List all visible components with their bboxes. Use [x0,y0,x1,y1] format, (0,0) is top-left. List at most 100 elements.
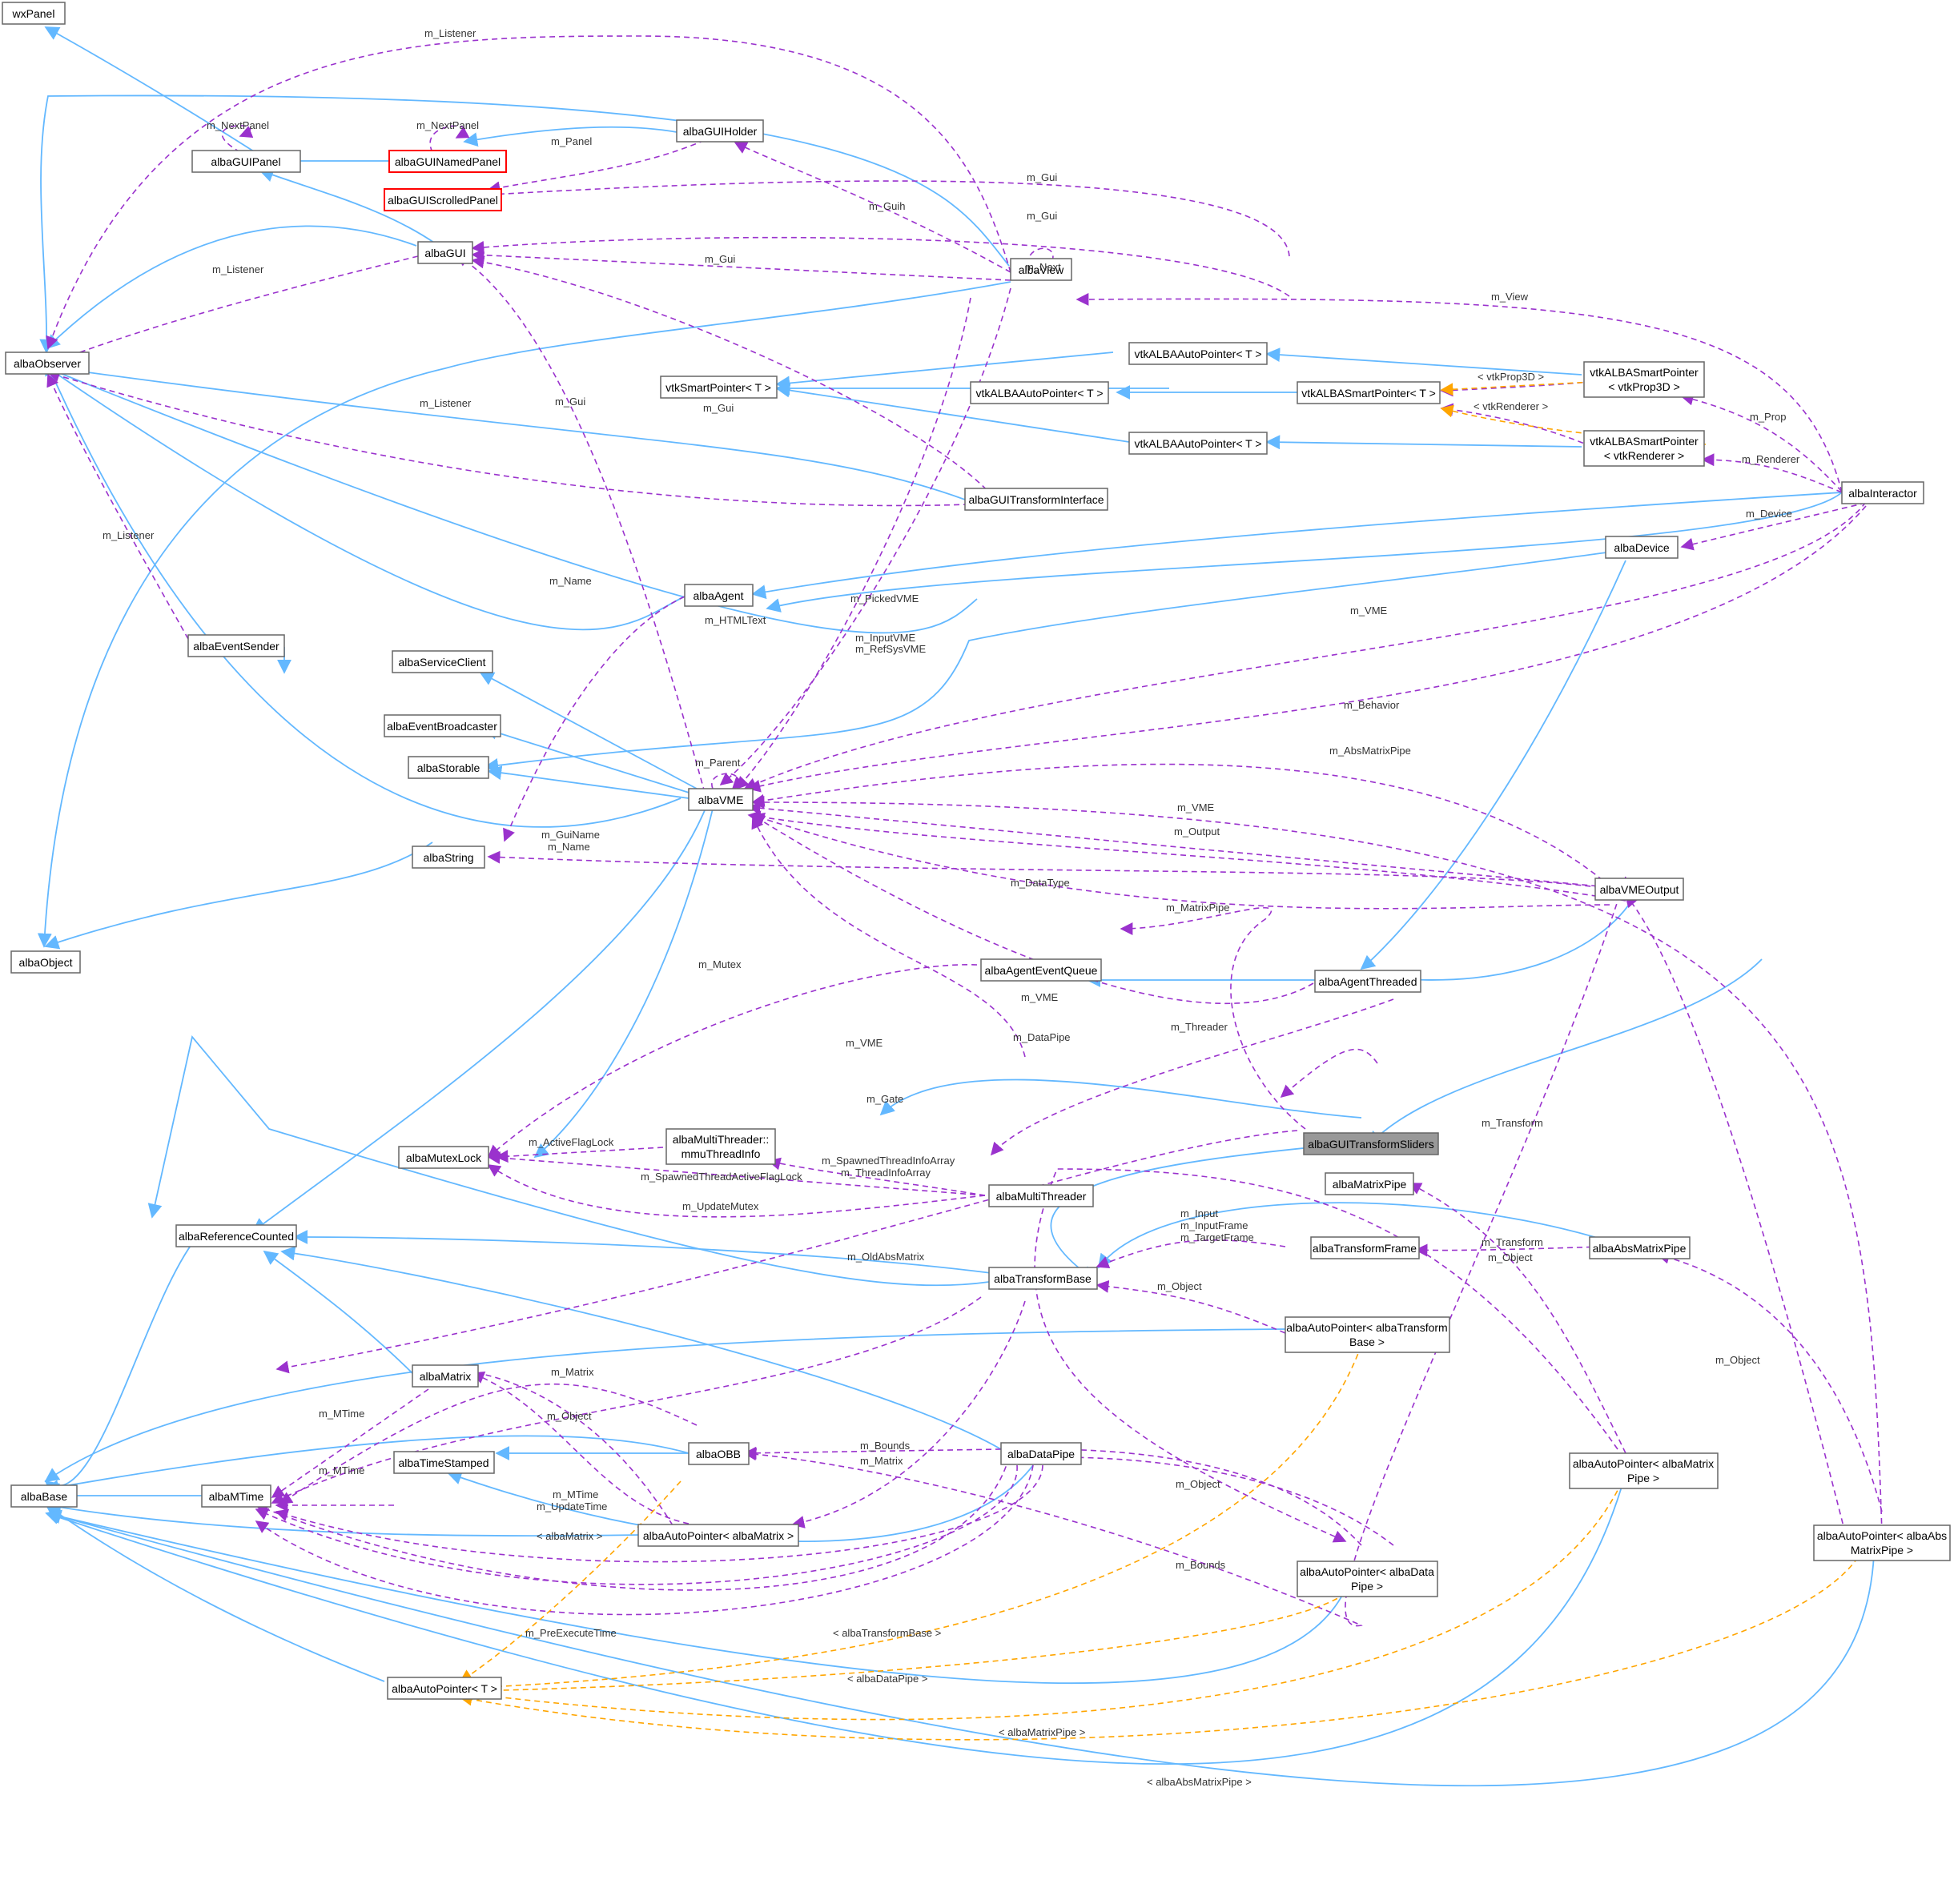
svg-text:albaAgent: albaAgent [693,589,743,602]
node-vtkALBAAutoPointer-1[interactable]: vtkALBAAutoPointer< T > [1128,342,1268,365]
edge-label: m_ThreadInfoArray [841,1167,931,1179]
svg-text:Pipe >: Pipe > [1627,1472,1659,1484]
svg-text:albaAutoPointer< albaAbs: albaAutoPointer< albaAbs [1817,1529,1947,1542]
edge-label: m_VME [1350,605,1388,617]
node-albaAutoPointer-albaMatrix[interactable]: albaAutoPointer< albaMatrix > [637,1524,799,1547]
node-albaGUINamedPanel[interactable]: albaGUINamedPanel [388,150,507,173]
edge-label: m_InputVME [855,632,915,644]
edge-label: m_Transform [1482,1236,1543,1248]
node-albaView[interactable]: albaView [1010,258,1072,281]
edge-label: m_Listener [420,397,472,409]
node-albaAutoPointer-albaTransformBase[interactable]: albaAutoPointer< albaTransform Base > [1285,1316,1450,1353]
node-albaAgent[interactable]: albaAgent [684,584,754,607]
node-albaBase[interactable]: albaBase [10,1484,78,1508]
svg-text:albaString: albaString [423,851,473,864]
node-vtkALBASmartPointer-vtkProp3D[interactable]: vtkALBASmartPointer < vtkProp3D > [1583,361,1705,398]
node-albaEventSender[interactable]: albaEventSender [187,634,285,657]
node-albaTimeStamped[interactable]: albaTimeStamped [393,1451,495,1474]
node-albaMTime[interactable]: albaMTime [201,1484,271,1508]
node-albaObject[interactable]: albaObject [10,950,81,974]
svg-text:< vtkRenderer >: < vtkRenderer > [1604,449,1684,462]
svg-text:albaVMEOutput: albaVMEOutput [1600,883,1679,896]
node-albaAutoPointer-albaMatrixPipe[interactable]: albaAutoPointer< albaMatrix Pipe > [1569,1452,1719,1489]
svg-text:albaMultiThreader::: albaMultiThreader:: [673,1133,770,1146]
node-albaMatrixPipe[interactable]: albaMatrixPipe [1325,1172,1414,1195]
svg-text:albaView: albaView [1019,263,1064,276]
node-albaServiceClient[interactable]: albaServiceClient [392,650,493,673]
edge-label: m_VME [1021,991,1059,1003]
svg-text:albaAutoPointer< T >: albaAutoPointer< T > [392,1682,497,1695]
svg-text:albaReferenceCounted: albaReferenceCounted [179,1230,294,1243]
node-albaMutexLock[interactable]: albaMutexLock [398,1146,489,1169]
svg-text:albaAutoPointer< albaTransform: albaAutoPointer< albaTransform [1286,1321,1447,1334]
node-albaTransformFrame[interactable]: albaTransformFrame [1310,1236,1420,1259]
node-albaMatrix[interactable]: albaMatrix [412,1364,479,1388]
node-vtkALBASmartPointer-vtkRenderer[interactable]: vtkALBASmartPointer < vtkRenderer > [1583,430,1705,467]
node-albaAutoPointer-T[interactable]: albaAutoPointer< T > [387,1677,502,1700]
node-albaString[interactable]: albaString [412,846,485,869]
node-albaVMEOutput[interactable]: albaVMEOutput [1594,878,1684,901]
edge-label: m_Listener [424,27,476,39]
svg-text:albaTransformBase: albaTransformBase [994,1272,1092,1285]
edge-label: m_PreExecuteTime [525,1627,617,1639]
usage-edges [46,35,1883,1627]
svg-text:Base >: Base > [1349,1336,1385,1348]
edge-labels: m_Listener m_NextPanel m_NextPanel m_Pan… [103,27,1800,1788]
edge-label: m_Gate [866,1093,903,1105]
svg-text:albaDevice: albaDevice [1614,541,1669,554]
node-albaObserver[interactable]: albaObserver [5,351,90,375]
node-albaInteractor[interactable]: albaInteractor [1841,481,1924,504]
svg-text:albaGUI: albaGUI [424,247,465,259]
svg-text:vtkALBAAutoPointer< T >: vtkALBAAutoPointer< T > [1134,347,1261,360]
edge-label: m_UpdateTime [537,1500,607,1512]
node-albaReferenceCounted[interactable]: albaReferenceCounted [175,1224,297,1247]
node-albaTransformBase[interactable]: albaTransformBase [988,1267,1098,1290]
node-albaStorable[interactable]: albaStorable [408,756,489,779]
node-wxPanel[interactable]: wxPanel [2,2,66,25]
edge-label: < albaMatrixPipe > [999,1726,1085,1738]
edge-label: m_Gui [1027,171,1057,183]
node-albaGUIScrolledPanel[interactable]: albaGUIScrolledPanel [384,188,502,211]
node-albaAbsMatrixPipe[interactable]: albaAbsMatrixPipe [1589,1236,1691,1259]
node-albaAgentThreaded[interactable]: albaAgentThreaded [1314,970,1421,993]
svg-text:albaEventSender: albaEventSender [193,640,279,653]
node-albaMultiThreader-mmuThreadInfo[interactable]: albaMultiThreader:: mmuThreadInfo [665,1128,776,1165]
svg-text:albaMatrixPipe: albaMatrixPipe [1333,1178,1407,1191]
svg-text:albaGUIScrolledPanel: albaGUIScrolledPanel [388,194,498,207]
edge-label: m_Listener [212,263,264,275]
svg-text:albaVME: albaVME [698,793,744,806]
edge-label: m_Gui [1027,210,1057,222]
edge-label: m_HTMLText [705,614,766,626]
node-albaVME[interactable]: albaVME [688,788,754,811]
svg-text:albaAgentThreaded: albaAgentThreaded [1319,975,1417,988]
svg-text:< vtkProp3D >: < vtkProp3D > [1608,380,1680,393]
node-albaGUIHolder[interactable]: albaGUIHolder [676,119,764,143]
node-vtkALBASmartPointer[interactable]: vtkALBASmartPointer< T > [1297,381,1441,404]
svg-text:MatrixPipe >: MatrixPipe > [1851,1544,1913,1557]
node-albaOBB[interactable]: albaOBB [688,1442,750,1465]
node-vtkALBAAutoPointer-3[interactable]: vtkALBAAutoPointer< T > [1128,432,1268,455]
svg-text:albaEventBroadcaster: albaEventBroadcaster [387,720,497,733]
node-albaGUIPanel[interactable]: albaGUIPanel [191,150,301,173]
node-albaDataPipe[interactable]: albaDataPipe [1000,1442,1082,1465]
edge-label: m_Matrix [860,1455,903,1467]
node-albaGUITransformSliders[interactable]: albaGUITransformSliders [1303,1132,1439,1155]
node-albaAgentEventQueue[interactable]: albaAgentEventQueue [980,958,1102,982]
edge-label: m_Behavior [1344,699,1400,711]
node-albaGUI[interactable]: albaGUI [417,241,473,264]
node-albaEventBroadcaster[interactable]: albaEventBroadcaster [384,714,501,737]
edge-label: m_Prop [1750,411,1787,423]
node-albaAutoPointer-albaAbsMatrixPipe[interactable]: albaAutoPointer< albaAbs MatrixPipe > [1813,1524,1951,1561]
node-albaMultiThreader[interactable]: albaMultiThreader [988,1184,1094,1207]
nodes: wxPanel albaGUIPanel albaGUINamedPanel a… [2,2,1951,1700]
node-vtkALBAAutoPointer-2[interactable]: vtkALBAAutoPointer< T > [970,381,1109,404]
node-vtkSmartPointer[interactable]: vtkSmartPointer< T > [660,376,778,399]
edge-label: m_PickedVME [850,592,919,605]
edge-label: < vtkRenderer > [1474,400,1548,412]
node-albaDevice[interactable]: albaDevice [1605,536,1679,559]
node-albaGUITransformInterface[interactable]: albaGUITransformInterface [964,488,1108,511]
node-albaAutoPointer-albaDataPipe[interactable]: albaAutoPointer< albaData Pipe > [1297,1561,1438,1597]
edge-label: m_InputFrame [1180,1219,1248,1231]
svg-text:albaAgentEventQueue: albaAgentEventQueue [985,964,1098,977]
svg-text:albaServiceClient: albaServiceClient [399,656,486,669]
